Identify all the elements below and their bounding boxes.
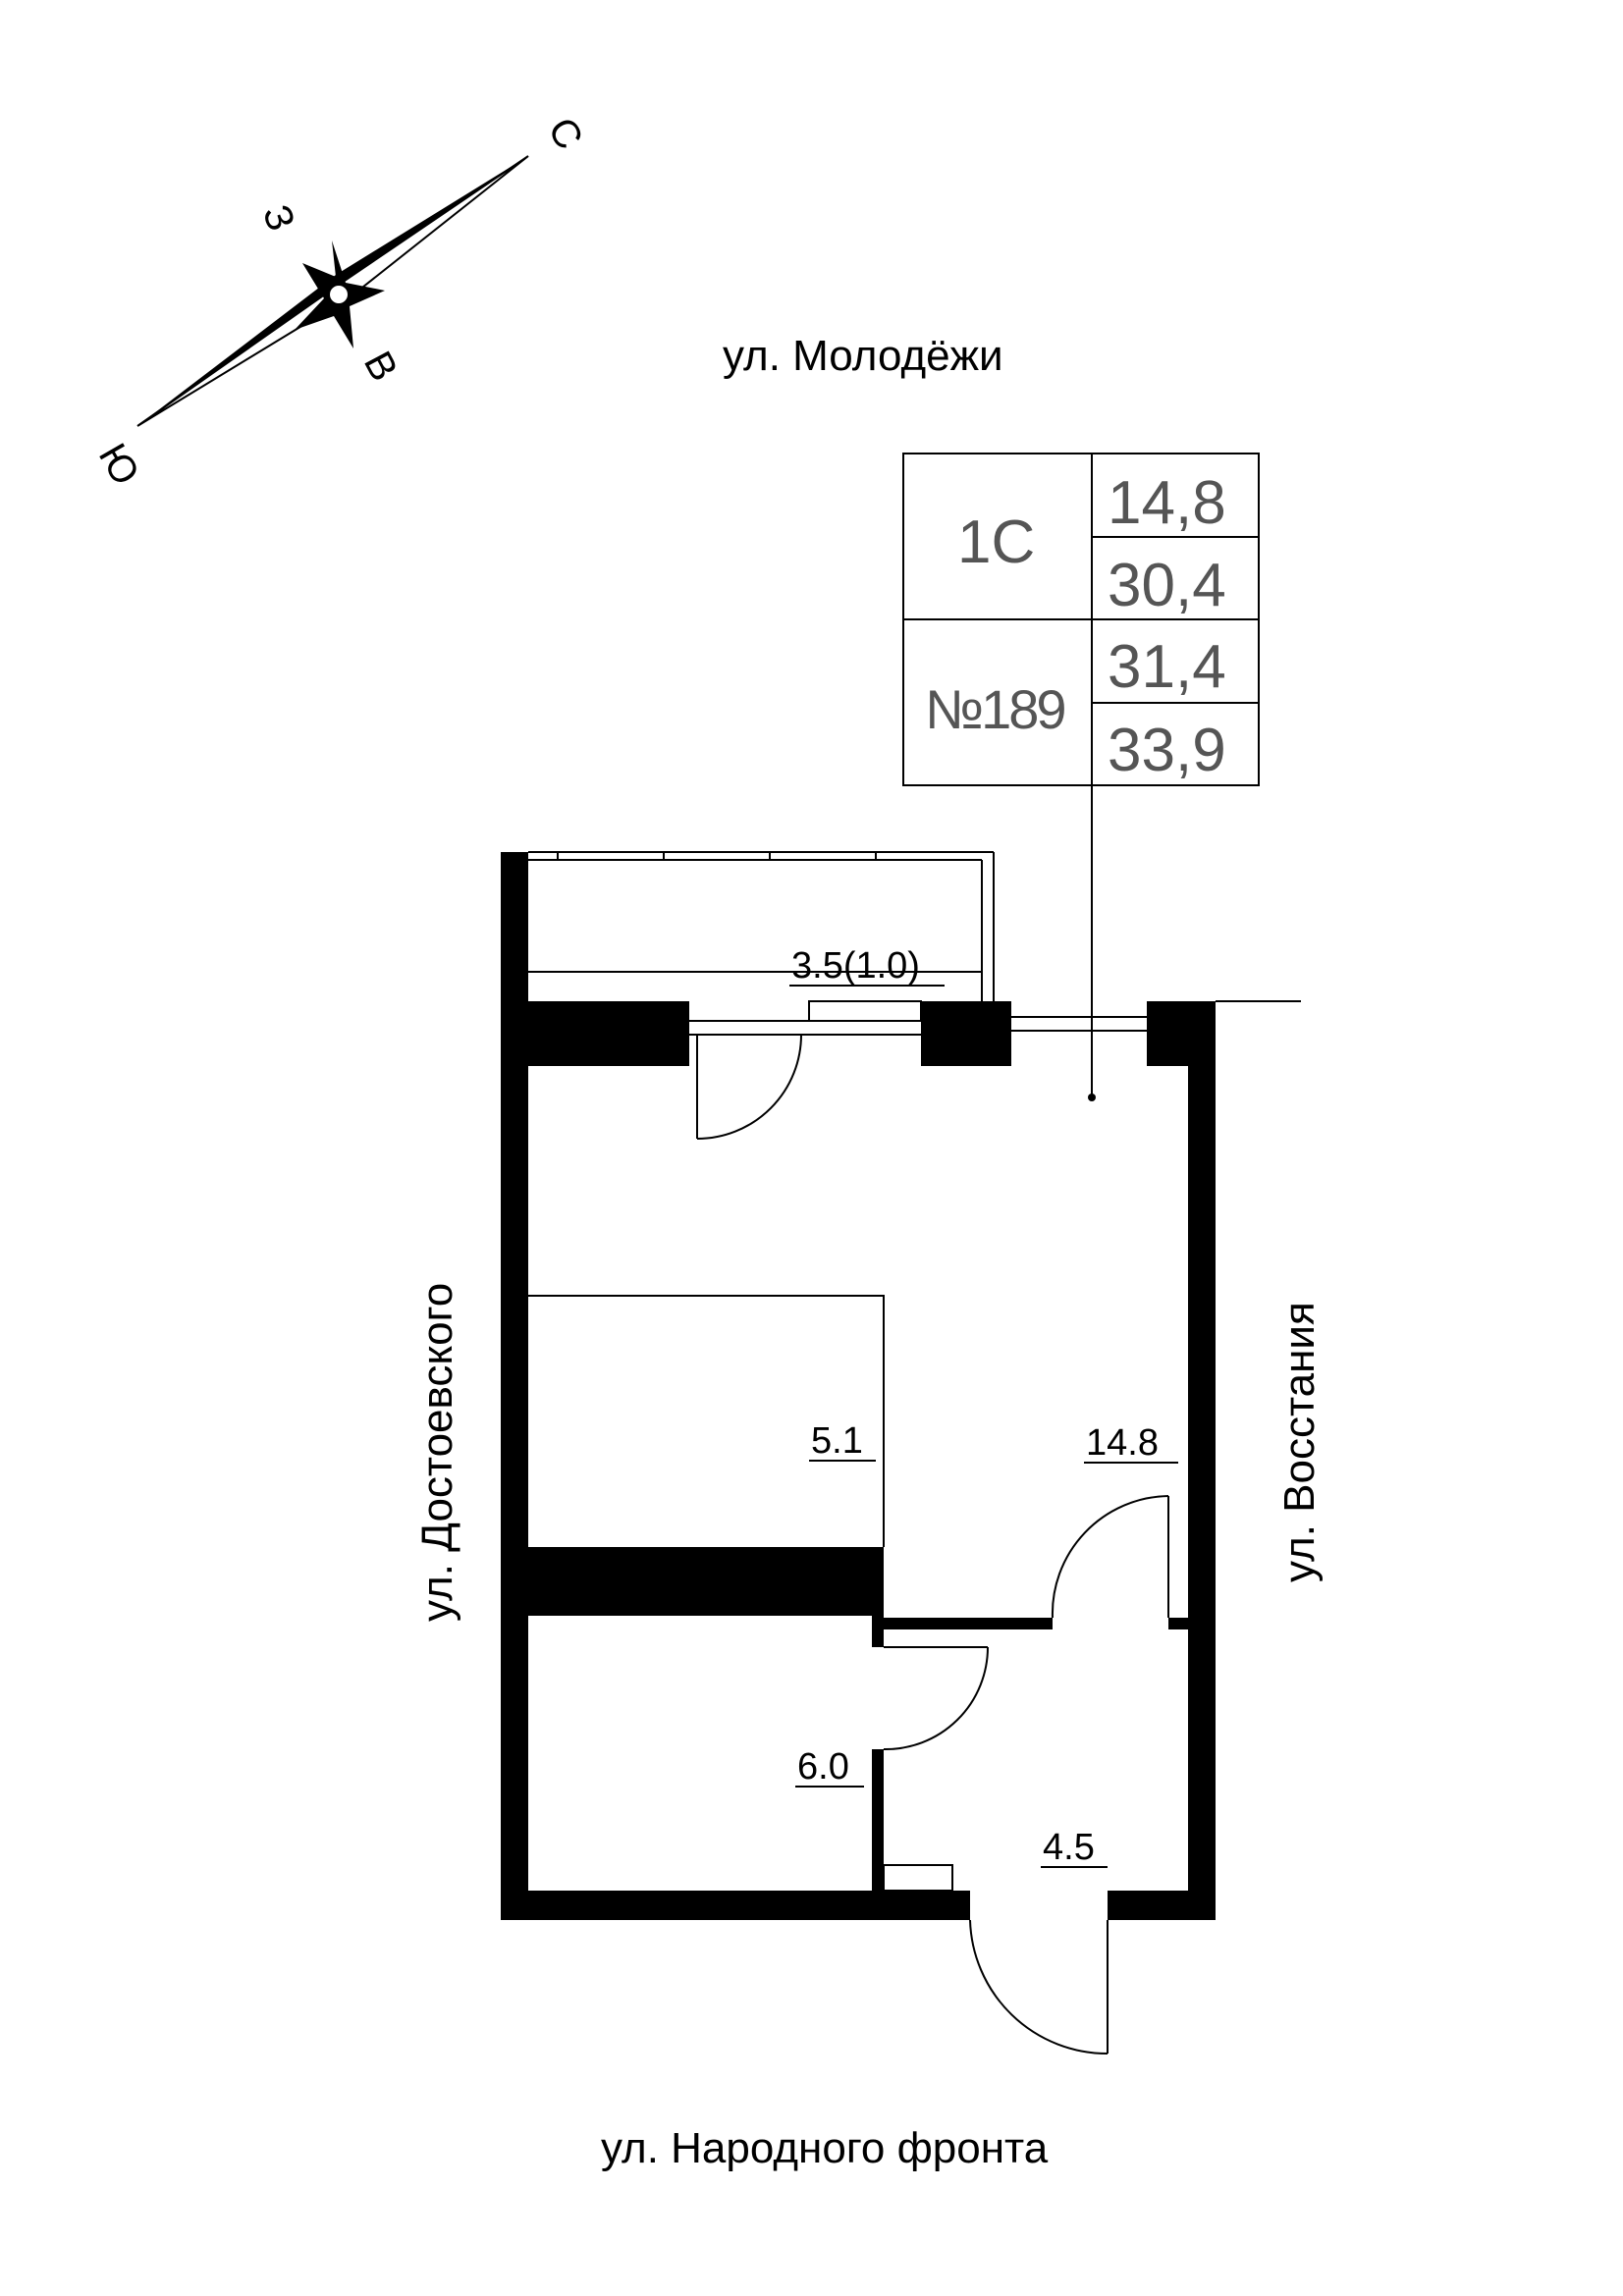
doors	[696, 1034, 1169, 2055]
street-label-top: ул. Молодёжи	[723, 332, 1003, 380]
room-area-main: 14.8	[1086, 1422, 1159, 1464]
balcony	[528, 851, 995, 1001]
apartment-number: №189	[925, 678, 1064, 740]
bathroom-fixture	[883, 1864, 953, 1892]
compass-label-east: В	[355, 345, 406, 388]
compass-label-west: З	[254, 199, 303, 237]
compass-label-south: Ю	[90, 437, 147, 493]
compass-label-north: С	[539, 111, 591, 157]
room-area-kitchen-niche: 5.1	[811, 1420, 863, 1462]
street-label-bottom: ул. Народного фронта	[601, 2124, 1049, 2172]
apartment-type: 1С	[957, 508, 1035, 576]
walls	[501, 852, 1216, 1920]
street-label-left: ул. Достоевского	[413, 1283, 461, 1622]
window-openings	[689, 1000, 1301, 1036]
area-underlines	[789, 985, 1178, 1868]
room-area-balcony: 3.5(1.0)	[791, 945, 920, 987]
room-area-hallway: 4.5	[1043, 1827, 1095, 1868]
table-value-4: 33,9	[1108, 717, 1226, 784]
room-area-bathroom: 6.0	[797, 1746, 849, 1788]
compass-rose: С З В Ю	[90, 111, 591, 493]
table-value-2: 30,4	[1108, 552, 1226, 619]
table-value-1: 14,8	[1108, 469, 1226, 537]
kitchen-niche-outline	[528, 1295, 885, 1547]
street-label-right: ул. Восстания	[1275, 1302, 1324, 1582]
apartment-info-table	[902, 453, 1260, 786]
table-value-3: 31,4	[1108, 633, 1226, 701]
